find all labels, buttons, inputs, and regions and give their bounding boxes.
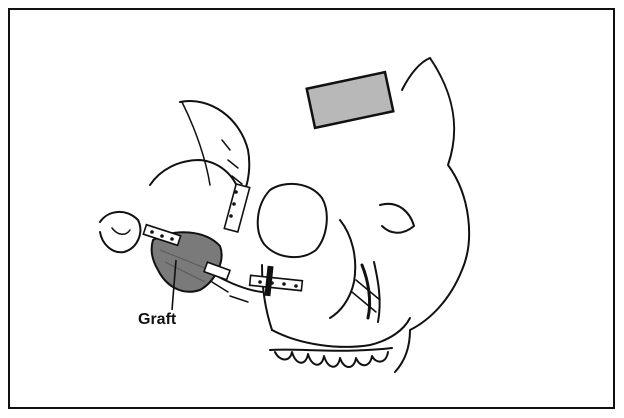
zygomatic-arch <box>380 204 414 233</box>
nasal-aperture <box>330 220 355 318</box>
teeth <box>275 352 388 367</box>
maxilla <box>272 318 410 347</box>
ear <box>100 212 140 252</box>
orbit-rim <box>258 184 327 257</box>
graft-bone <box>152 232 222 291</box>
forehead-contour <box>402 58 430 90</box>
graft-label: Graft <box>138 311 176 329</box>
donor-site-patch <box>307 72 394 128</box>
